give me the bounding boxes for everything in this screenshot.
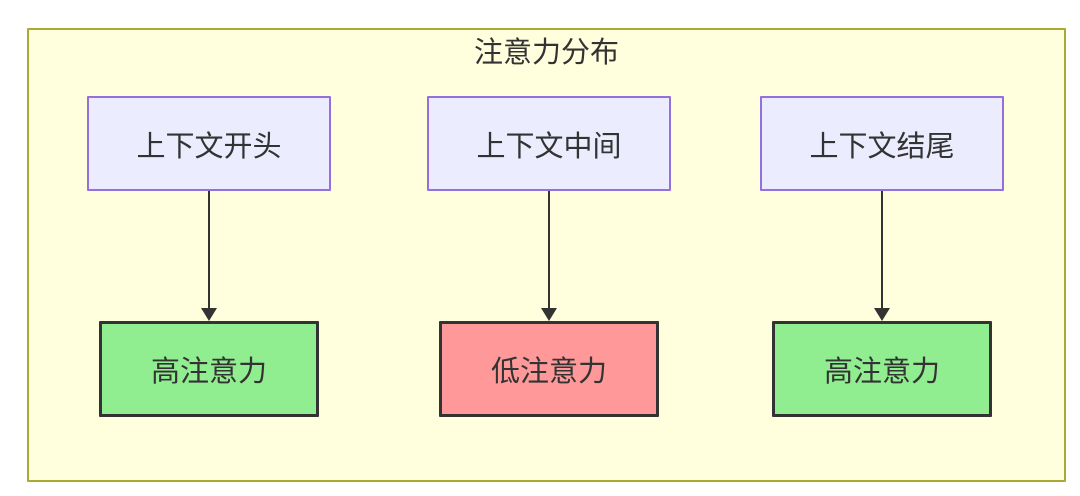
source-node-context-start: 上下文开头: [87, 96, 331, 191]
source-node-label: 上下文结尾: [809, 130, 955, 163]
target-node-label: 低注意力: [490, 356, 607, 388]
source-node-label: 上下文中间: [476, 130, 622, 163]
arrow-context-end-to-high: [874, 191, 890, 321]
target-node-label: 高注意力: [823, 356, 940, 388]
arrow-line: [548, 191, 550, 308]
arrow-head-icon: [541, 308, 557, 321]
target-node-label: 高注意力: [150, 356, 267, 388]
arrow-context-middle-to-low: [541, 191, 557, 321]
source-node-context-middle: 上下文中间: [427, 96, 671, 191]
target-node-high-attention-1: 高注意力: [99, 321, 319, 417]
arrow-context-start-to-high: [201, 191, 217, 321]
flow-column-context-end: 上下文结尾 高注意力: [752, 96, 1012, 417]
arrow-head-icon: [201, 308, 217, 321]
source-node-label: 上下文开头: [136, 130, 282, 163]
target-node-high-attention-2: 高注意力: [772, 321, 992, 417]
arrow-line: [881, 191, 883, 308]
diagram-title: 注意力分布: [473, 37, 619, 69]
flow-column-context-start: 上下文开头 高注意力: [79, 96, 339, 417]
source-node-context-end: 上下文结尾: [760, 96, 1004, 191]
arrow-head-icon: [874, 308, 890, 321]
arrow-line: [208, 191, 210, 308]
attention-distribution-container: 注意力分布 上下文开头 高注意力 上下文中间 低注意力: [27, 28, 1066, 482]
target-node-low-attention: 低注意力: [439, 321, 659, 417]
flow-column-context-middle: 上下文中间 低注意力: [419, 96, 679, 417]
